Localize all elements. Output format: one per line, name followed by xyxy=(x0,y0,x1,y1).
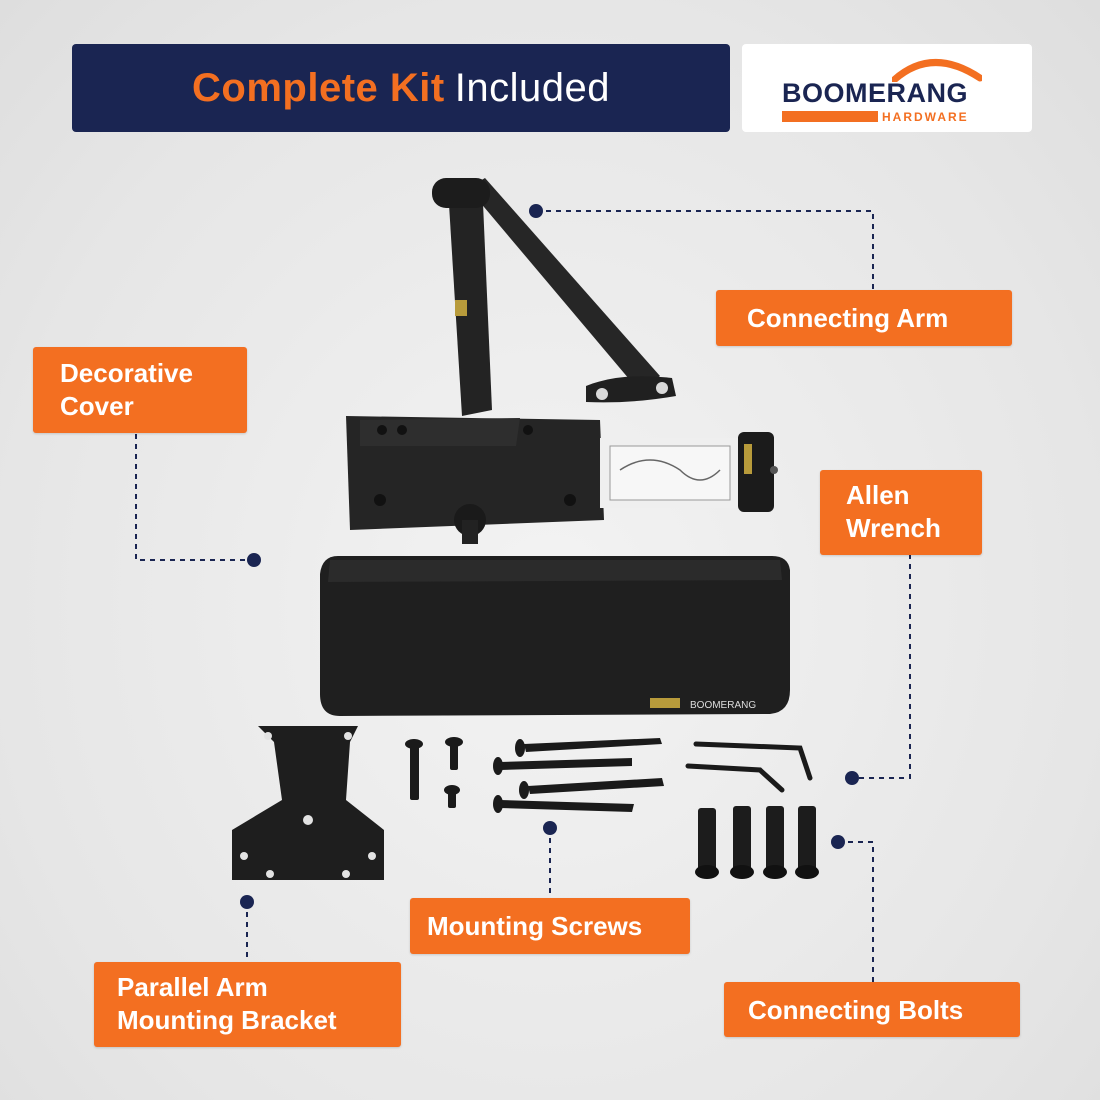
logo-roof-icon xyxy=(892,59,982,82)
label-allen-wrench: Allen Wrench xyxy=(820,470,982,555)
label-text-line2: Cover xyxy=(60,391,134,421)
brand-logo: BOOMERANG HARDWARE xyxy=(742,44,1032,132)
label-text: Connecting Bolts xyxy=(748,995,964,1025)
label-text-line2: Wrench xyxy=(846,513,941,543)
label-mounting-screws: Mounting Screws xyxy=(410,898,690,954)
title-rest: Included xyxy=(454,65,610,110)
leader-dots xyxy=(240,204,859,909)
label-text-line1: Decorative xyxy=(60,358,193,388)
connecting-arm-part xyxy=(432,178,676,416)
label-text-line2: Mounting Bracket xyxy=(117,1005,337,1035)
label-text: Connecting Arm xyxy=(747,303,949,333)
label-decorative-cover: Decorative Cover xyxy=(33,347,247,433)
title-highlight: Complete Kit xyxy=(192,65,445,110)
header-banner: Complete Kit Included xyxy=(72,44,730,132)
label-connecting-bolts: Connecting Bolts xyxy=(724,982,1020,1037)
logo-bar xyxy=(782,111,878,122)
closer-body-part xyxy=(346,416,778,544)
label-text: Mounting Screws xyxy=(427,911,643,941)
mounting-screws-part xyxy=(405,737,664,813)
decorative-cover-part: BOOMERANG xyxy=(320,556,790,716)
label-connecting-arm: Connecting Arm xyxy=(716,290,1012,346)
logo-wordmark: BOOMERANG xyxy=(782,78,968,108)
label-text-line1: Allen xyxy=(846,480,910,510)
allen-wrench-part xyxy=(685,741,813,793)
leader-lines xyxy=(135,210,911,982)
label-parallel-arm-bracket: Parallel Arm Mounting Bracket xyxy=(94,962,401,1047)
label-text-line1: Parallel Arm xyxy=(117,972,268,1002)
logo-subtitle: HARDWARE xyxy=(882,110,969,124)
cover-brand-marking: BOOMERANG xyxy=(690,700,756,711)
mounting-bracket-part xyxy=(232,726,384,880)
connecting-bolts-part xyxy=(695,806,819,879)
